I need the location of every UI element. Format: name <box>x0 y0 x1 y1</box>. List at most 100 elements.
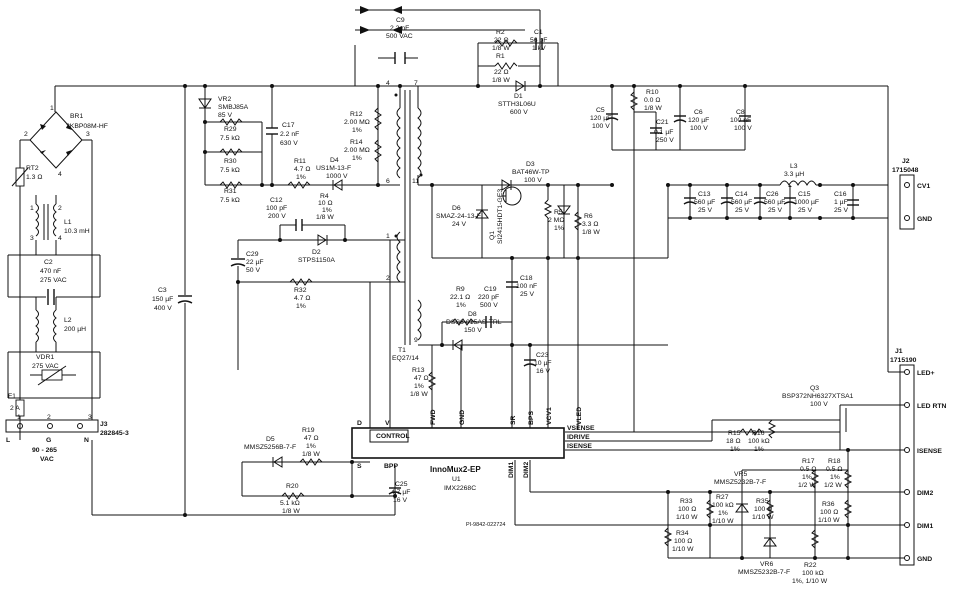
r5-tol: 1% <box>554 225 564 232</box>
c1-ref: C1 <box>534 29 543 36</box>
c14-value: 560 µF <box>731 199 752 206</box>
r4-value: 10 Ω <box>318 200 333 207</box>
r11-tol: 1% <box>296 174 306 181</box>
u1-pin-fwd: FWD <box>430 409 437 425</box>
capacitor-c19: C19 220 pF 500 V <box>478 286 499 328</box>
c15-value: 1000 µF <box>794 199 819 206</box>
r19-ref: R19 <box>302 427 315 434</box>
c17-value: 2.2 nF <box>280 131 299 138</box>
vdr1-rating: 275 VAC <box>32 363 59 370</box>
resistor-r19: R19 47 Ω 1% 1/8 W <box>299 427 323 466</box>
r32-value: 4.7 Ω <box>294 295 310 302</box>
u1-pin-dim1: DIM1 <box>508 462 515 478</box>
vr2-ref: VR2 <box>218 96 231 103</box>
c15-rating: 25 V <box>798 207 812 214</box>
c1-value: 56 pF <box>530 37 547 44</box>
c1-rating: 1 kV <box>532 45 546 52</box>
u1-pin-gnd: GND <box>459 410 466 425</box>
c18-rating: 25 V <box>520 291 534 298</box>
r10-ref: R10 <box>646 89 659 96</box>
r14-ref: R14 <box>350 139 363 146</box>
d3-part: BAT46W-TP <box>512 169 550 176</box>
resistor-r13: R13 47 Ω 1% 1/8 W <box>410 367 437 398</box>
r34-ref: R34 <box>676 530 689 537</box>
capacitor-c13: C13 560 µF 25 V <box>683 185 715 218</box>
capacitor-c25: C25 4.7 µF 16 V <box>388 481 410 504</box>
c19-rating: 500 V <box>480 302 498 309</box>
c14-rating: 25 V <box>735 207 749 214</box>
capacitor-c16: C16 1 µF 25 V <box>834 185 859 218</box>
d8-rating: 150 V <box>464 327 482 334</box>
j1-ref: J1 <box>895 348 903 355</box>
c3-rating: 400 V <box>154 305 172 312</box>
d1-rating: 600 V <box>510 109 528 116</box>
c25-value: 4.7 µF <box>391 489 410 496</box>
j3-pin-n: N <box>84 437 89 444</box>
c8-value: 100 nF <box>730 117 751 124</box>
r34-value: 100 Ω <box>674 538 692 545</box>
u1-control-label: CONTROL <box>376 433 410 440</box>
resistor-r35: R35 100 Ω 1/10 W <box>752 498 775 521</box>
r27-tol: 1% <box>718 510 728 517</box>
r15-ref: R15 <box>728 430 741 437</box>
r35-ref: R35 <box>756 498 769 505</box>
r31-ref: R31 <box>224 188 237 195</box>
u1-pin-v: V <box>385 420 390 427</box>
q1-ref: Q1 <box>489 231 496 240</box>
c2-value: 470 nF <box>40 268 61 275</box>
r10-value: 0.0 Ω <box>644 97 660 104</box>
c16-rating: 25 V <box>834 207 848 214</box>
c2-rating: 275 VAC <box>40 277 67 284</box>
vdr1-ref: VDR1 <box>36 354 54 361</box>
c19-value: 220 pF <box>478 294 499 301</box>
c3-value: 150 µF <box>152 296 173 303</box>
r31-value: 7.5 kΩ <box>220 197 240 204</box>
r9-tol: 1% <box>456 302 466 309</box>
c26-rating: 25 V <box>768 207 782 214</box>
rt2-value: 1.3 Ω <box>26 174 42 181</box>
r32-ref: R32 <box>294 287 307 294</box>
q3-rating: 100 V <box>810 401 828 408</box>
r4-ref: R4 <box>320 193 329 200</box>
c29-ref: C29 <box>246 251 259 258</box>
resistor-r34: R34 100 Ω 1/10 W <box>663 527 694 553</box>
c12-ref: C12 <box>270 197 283 204</box>
vr6-ref: VR6 <box>760 561 773 568</box>
u1-pin-vcv1: VCV1 <box>546 407 553 425</box>
mosfet-q3: Q3 BSP372NH6327XTSA1 100 V <box>782 385 854 432</box>
r33-value: 100 Ω <box>678 506 696 513</box>
c3-ref: C3 <box>158 287 167 294</box>
l3-value: 3.3 µH <box>784 171 804 178</box>
r13-rating: 1/8 W <box>410 391 428 398</box>
c29-rating: 50 V <box>246 267 260 274</box>
capacitor-c29: C29 22 µF 50 V <box>230 251 264 274</box>
c8-ref: C8 <box>736 109 745 116</box>
j3-voltage-range: 90 - 265 <box>32 447 57 454</box>
t1-pin-2: 2 <box>386 275 390 282</box>
fuse-f1: F1 2 A <box>8 393 25 417</box>
r34-rating: 1/10 W <box>672 546 694 553</box>
r11-ref: R11 <box>294 158 306 165</box>
r16-tol: 1% <box>754 446 764 453</box>
br1-ref: BR1 <box>70 113 83 120</box>
c13-value: 560 µF <box>694 199 715 206</box>
vr5-part: MMSZ5232B-7-F <box>714 479 766 486</box>
connector-j3: 1 2 3 L G N 90 - 265 VAC J3 282845-3 <box>5 414 129 463</box>
capacitor-c6: C6 120 µF 100 V <box>673 109 709 132</box>
j3-pin-l: L <box>6 437 10 444</box>
t1-part: EQ27/14 <box>392 355 419 362</box>
u1-name: InnoMux2-EP <box>430 465 481 474</box>
j3-voltage-unit: VAC <box>40 456 54 463</box>
r19-value: 47 Ω <box>304 435 319 442</box>
resistor-r1: R1 22 Ω 1/8 W <box>478 53 540 84</box>
c23-rating: 16 V <box>536 368 550 375</box>
f1-value: 2 A <box>10 405 20 412</box>
r12-ref: R12 <box>350 111 363 118</box>
inductor-l3: L3 3.3 µH <box>779 163 817 187</box>
diode-d4: D4 US1M-13-F 1000 V <box>316 157 351 191</box>
r27-value: 100 kΩ <box>712 502 734 509</box>
t1-pin-9: 9 <box>414 337 418 344</box>
resistor-r20: R20 5.1 kΩ 1/8 W <box>280 483 305 515</box>
l1-pin-4: 4 <box>58 235 62 242</box>
